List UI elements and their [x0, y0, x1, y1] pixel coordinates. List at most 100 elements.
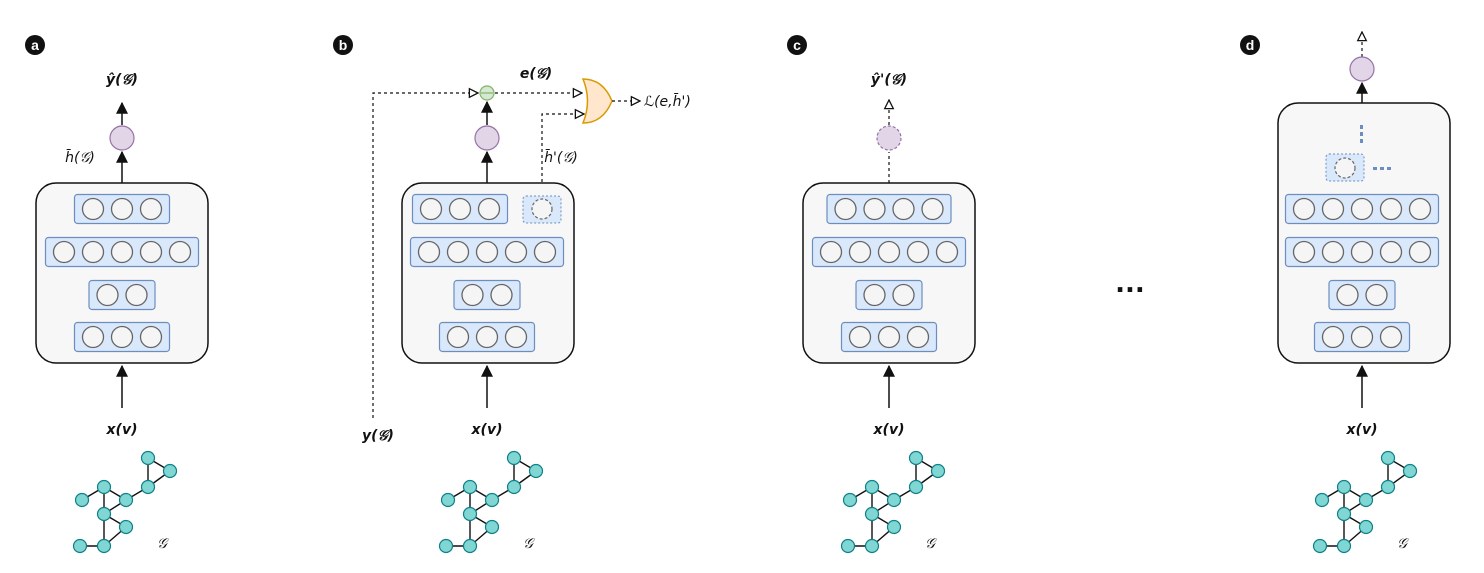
network-box [1277, 102, 1451, 364]
output-node [109, 125, 135, 151]
graph-node [908, 450, 924, 466]
graph-node [96, 538, 112, 554]
graph-node [886, 492, 902, 508]
layer [840, 321, 938, 353]
graph-node [1380, 450, 1396, 466]
network-box [35, 182, 209, 364]
hidden-dashed-path [541, 114, 584, 194]
neuron [125, 283, 148, 307]
graph-node [1336, 506, 1352, 522]
graph-label: 𝒢 [523, 536, 535, 552]
neuron [863, 283, 886, 307]
output-node [1349, 56, 1375, 82]
neuron [461, 283, 484, 307]
neuron [446, 240, 470, 264]
neuron [1336, 283, 1359, 307]
graph-node [840, 538, 856, 554]
graph-node [462, 506, 478, 522]
neuron [419, 197, 443, 221]
layer [826, 193, 952, 225]
graph-node [484, 519, 500, 535]
graph-node [528, 463, 544, 479]
graph-label: 𝒢 [157, 536, 169, 552]
hidden-label: h̄'(𝒢) [544, 148, 578, 166]
panel-b: b y(𝒢) e(𝒢) ℒ(e,h̄') h̄'(𝒢) x(v) 𝒢 [333, 35, 691, 554]
panel-c: c ŷ'(𝒢) x(v) 𝒢 [787, 35, 976, 554]
neuron [168, 240, 192, 264]
layer [44, 236, 200, 268]
graph-node [74, 492, 90, 508]
neuron [139, 240, 163, 264]
ellipsis: ... [1115, 269, 1145, 299]
neuron [834, 197, 857, 221]
graph-label: 𝒢 [1397, 536, 1409, 552]
layer [1313, 321, 1411, 353]
neuron [504, 240, 528, 264]
neuron [848, 325, 872, 349]
graph-node [462, 479, 478, 495]
neuron [110, 240, 134, 264]
layer [453, 279, 521, 311]
neuron [863, 197, 886, 221]
neuron [1292, 197, 1316, 221]
neuron [417, 240, 441, 264]
layer-stack [1284, 193, 1440, 353]
neuron [139, 325, 163, 349]
molecular-graph [840, 450, 946, 554]
new-neuron [531, 198, 553, 220]
neuron [110, 197, 134, 221]
more-neurons-dots [1373, 167, 1391, 170]
panel-b-badge: b [333, 35, 353, 55]
neuron [848, 240, 872, 264]
neuron [490, 283, 513, 307]
neuron [446, 325, 470, 349]
graph-node [440, 492, 456, 508]
layer [411, 193, 509, 225]
target-dashed-path [372, 93, 478, 418]
neuron [819, 240, 843, 264]
graph-node [1336, 538, 1352, 554]
neuron [81, 197, 105, 221]
graph-node [1336, 479, 1352, 495]
target-label: y(𝒢) [362, 428, 394, 444]
layer [73, 321, 171, 353]
neuron [1321, 240, 1345, 264]
network-box [802, 182, 976, 364]
graph-node [908, 479, 924, 495]
output-label: ŷ'(𝒢) [871, 72, 907, 88]
neuron [1379, 240, 1403, 264]
graph-node [1314, 492, 1330, 508]
neuron [877, 325, 901, 349]
neuron [139, 197, 163, 221]
neuron [906, 325, 930, 349]
neuron [533, 240, 557, 264]
layer [88, 279, 156, 311]
graph-node [1380, 479, 1396, 495]
graph-node [140, 479, 156, 495]
neuron [52, 240, 76, 264]
neuron [906, 240, 930, 264]
graph-node [72, 538, 88, 554]
network-box [401, 182, 575, 364]
input-label: x(v) [106, 422, 138, 438]
new-neuron [1334, 157, 1356, 179]
or-gate [581, 78, 613, 124]
neuron [110, 325, 134, 349]
loss-label: ℒ(e,h̄') [644, 92, 691, 110]
neuron [1408, 197, 1432, 221]
graph-node [1402, 463, 1418, 479]
svg-text:c: c [793, 37, 801, 53]
neuron [81, 240, 105, 264]
layer [811, 236, 967, 268]
graph-node [462, 538, 478, 554]
graph-node [118, 492, 134, 508]
neuron [921, 197, 944, 221]
graph-node [140, 450, 156, 466]
neuron [81, 325, 105, 349]
layer [1284, 193, 1440, 225]
layer-stack [409, 193, 565, 353]
panel-d: d x(v) 𝒢 [1240, 32, 1451, 554]
panel-c-badge: c [787, 35, 807, 55]
layer [73, 193, 171, 225]
